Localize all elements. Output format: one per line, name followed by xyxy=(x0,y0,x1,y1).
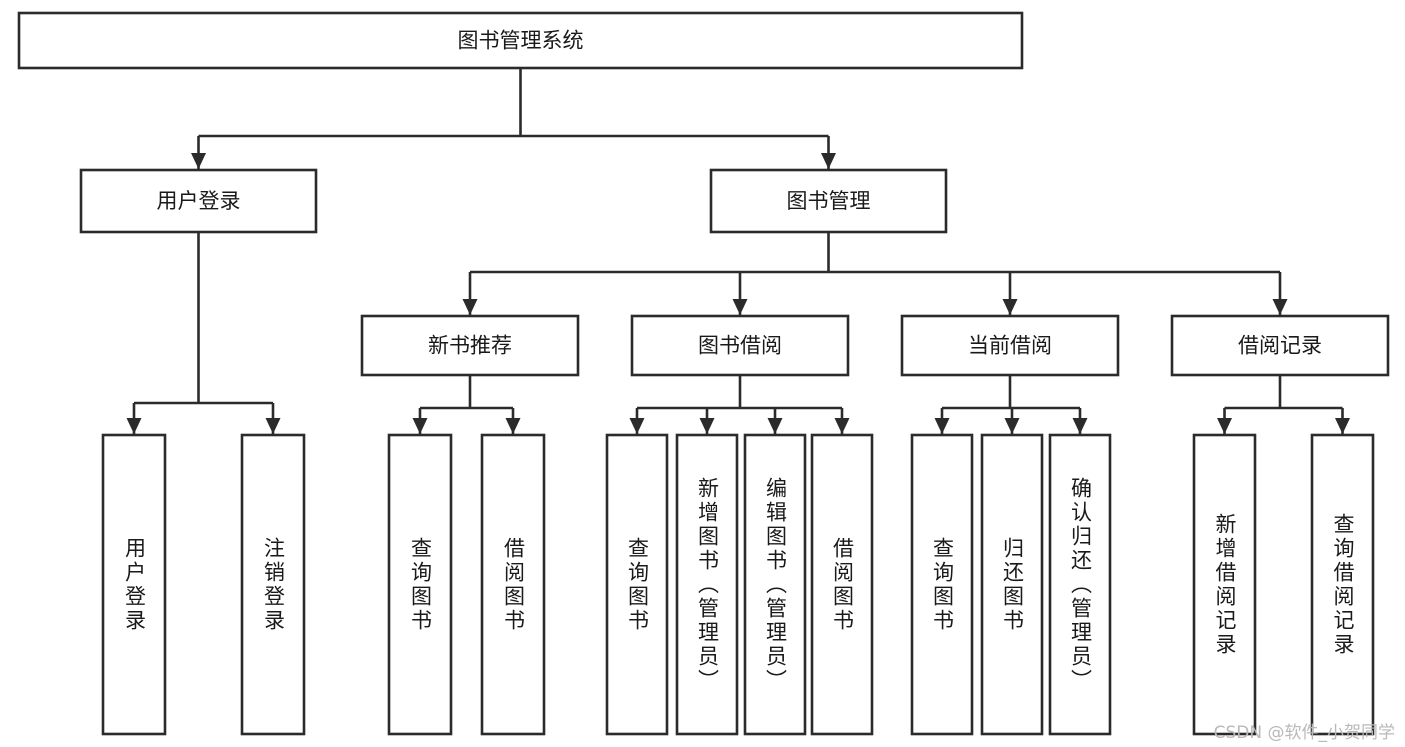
node-box-leaf-borrow-book-rec xyxy=(480,433,546,736)
node-box-leaf-query-book-rec xyxy=(387,433,453,736)
node-label-user-login: 用户登录 xyxy=(157,189,241,213)
node-label-current-borrow: 当前借阅 xyxy=(968,334,1052,358)
node-label-book-manage: 图书管理 xyxy=(787,189,871,213)
csdn-watermark: CSDN @软件_小贺同学 xyxy=(1213,723,1395,743)
node-box-current-borrow xyxy=(900,314,1120,377)
arrow-head-icon xyxy=(462,299,478,315)
arrow-head-icon xyxy=(934,418,950,434)
connector-edges-layer xyxy=(126,68,1350,434)
arrow-head-icon xyxy=(1002,299,1018,315)
arrow-head-icon xyxy=(265,418,281,434)
node-box-user-login xyxy=(79,168,318,234)
node-box-leaf-add-record xyxy=(1192,433,1257,736)
arrow-head-icon xyxy=(1072,418,1088,434)
node-box-book-manage xyxy=(709,168,948,234)
arrow-head-icon xyxy=(821,153,836,169)
arrow-head-icon xyxy=(629,418,645,434)
node-box-book-borrow xyxy=(630,314,850,377)
arrow-head-icon xyxy=(767,418,783,434)
node-label-book-borrow: 图书借阅 xyxy=(698,334,782,358)
node-box-leaf-query-book-cur xyxy=(910,433,974,736)
node-box-new-book-rec xyxy=(360,314,580,377)
node-label-root: 图书管理系统 xyxy=(458,29,584,53)
node-box-leaf-confirm-return xyxy=(1048,433,1112,736)
arrow-head-icon xyxy=(1335,418,1350,434)
arrow-head-icon xyxy=(1004,418,1020,434)
arrow-head-icon xyxy=(505,418,521,434)
node-box-leaf-user-login xyxy=(101,433,167,736)
node-box-leaf-borrow-book xyxy=(810,433,874,736)
arrow-head-icon xyxy=(1272,299,1288,315)
arrow-head-icon xyxy=(126,418,142,434)
node-box-leaf-query-book-borrow xyxy=(605,433,669,736)
node-box-leaf-return-book xyxy=(980,433,1044,736)
node-label-new-book-rec: 新书推荐 xyxy=(428,334,512,358)
node-box-leaf-add-book xyxy=(675,433,739,736)
arrow-head-icon xyxy=(834,418,850,434)
node-box-leaf-query-record xyxy=(1310,433,1375,736)
node-box-leaf-logout xyxy=(240,433,306,736)
node-boxes-layer xyxy=(17,11,1390,736)
node-box-root xyxy=(17,11,1024,70)
node-box-leaf-edit-book xyxy=(743,433,807,736)
arrow-head-icon xyxy=(191,153,206,169)
node-box-borrow-record xyxy=(1170,314,1390,377)
arrow-head-icon xyxy=(699,418,715,434)
arrow-head-icon xyxy=(1217,418,1232,434)
node-label-borrow-record: 借阅记录 xyxy=(1238,334,1322,358)
arrow-head-icon xyxy=(732,299,748,315)
arrow-head-icon xyxy=(412,418,428,434)
